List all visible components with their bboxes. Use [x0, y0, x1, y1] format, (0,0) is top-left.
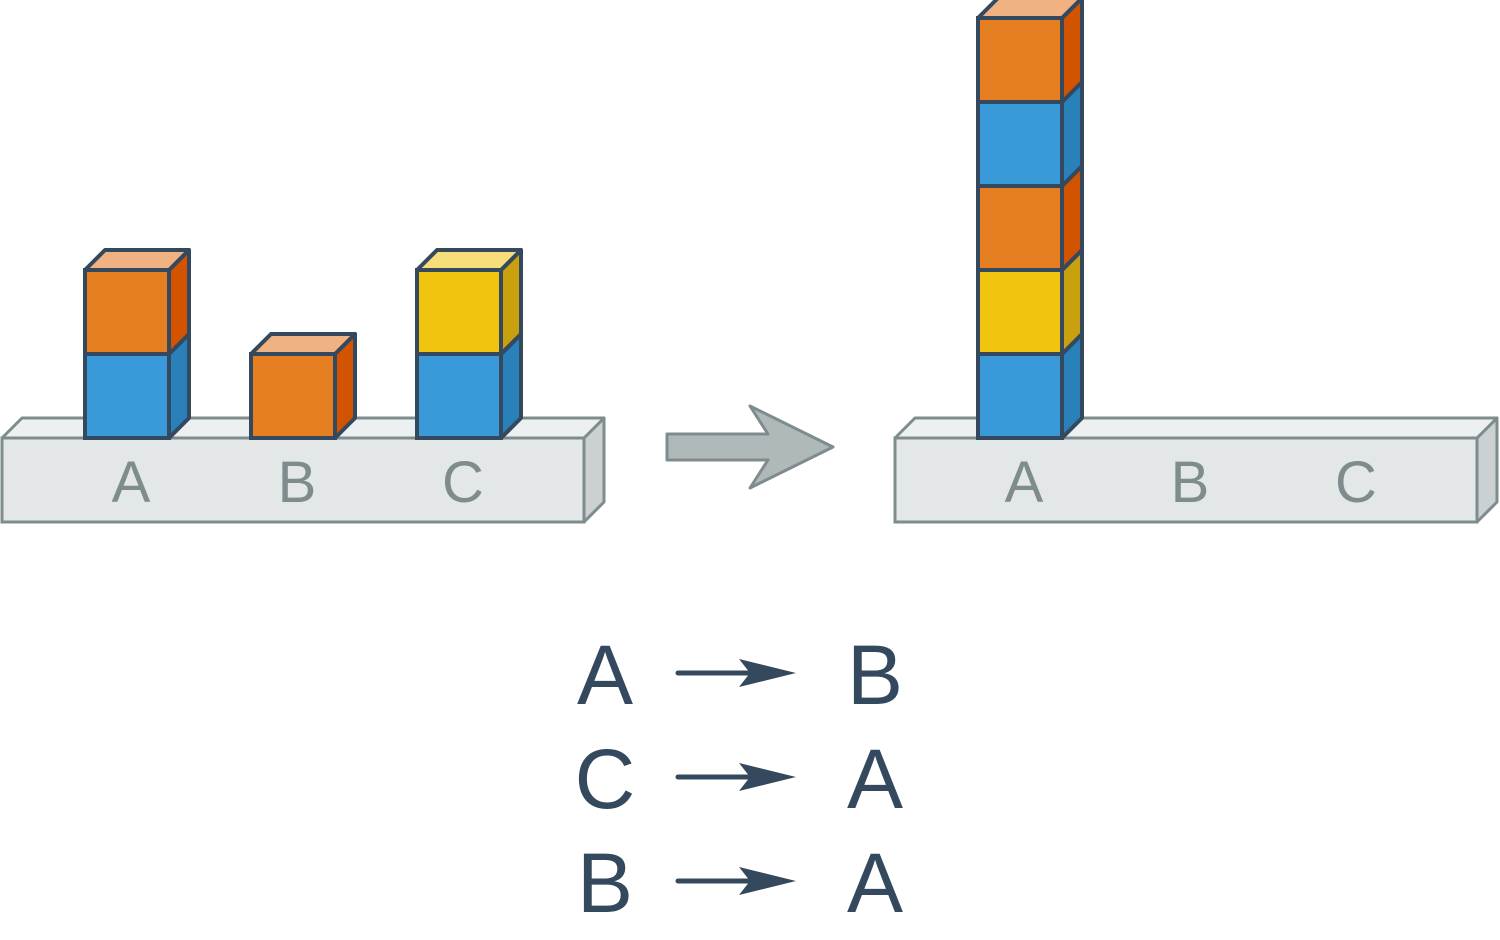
- initial-stack-a: [83, 248, 191, 440]
- orange-cube: [976, 0, 1084, 104]
- move-from: C: [575, 732, 636, 826]
- cube-front-face: [83, 352, 171, 440]
- orange-cube: [83, 248, 191, 356]
- initial-stack-b: [249, 332, 357, 440]
- move-from: A: [577, 628, 633, 722]
- transition-arrow: [665, 404, 835, 490]
- cube-top-face: [249, 332, 357, 356]
- arrow-right-icon: [739, 659, 796, 687]
- cube-front-face: [976, 184, 1064, 272]
- final-state: A B C: [893, 0, 1499, 524]
- cube-front-face: [976, 352, 1064, 440]
- move-to: A: [847, 732, 903, 826]
- yellow-cube: [415, 248, 523, 356]
- cube-front-face: [976, 100, 1064, 188]
- final-label-a: A: [1005, 450, 1044, 515]
- platform-front: [893, 436, 1479, 524]
- right-arrow-icon: [665, 404, 835, 490]
- final-label-c: C: [1335, 450, 1377, 515]
- cube-front-face: [83, 268, 171, 356]
- cube-front-face: [249, 352, 337, 440]
- cube-top-face: [976, 0, 1083, 20]
- move-from: B: [577, 836, 633, 930]
- final-stack-a: [976, 0, 1084, 440]
- arrow-right-icon: [739, 867, 796, 895]
- orange-cube: [249, 332, 357, 440]
- initial-stack-c: [415, 248, 523, 440]
- cube-front-face: [415, 352, 503, 440]
- initial-label-c: C: [442, 450, 484, 515]
- move-to: B: [847, 628, 903, 722]
- platform-front: [0, 436, 586, 524]
- cube-front-face: [976, 268, 1064, 356]
- final-label-b: B: [1171, 450, 1210, 515]
- move-to: A: [847, 836, 903, 930]
- cube-front-face: [415, 268, 503, 356]
- cube-top-face: [415, 248, 523, 272]
- cube-front-face: [976, 16, 1064, 104]
- initial-state: A B C: [0, 248, 606, 524]
- cube-top-face: [83, 248, 191, 272]
- arrow-right-icon: [739, 763, 796, 791]
- initial-label-b: B: [278, 450, 317, 515]
- initial-label-a: A: [112, 450, 151, 515]
